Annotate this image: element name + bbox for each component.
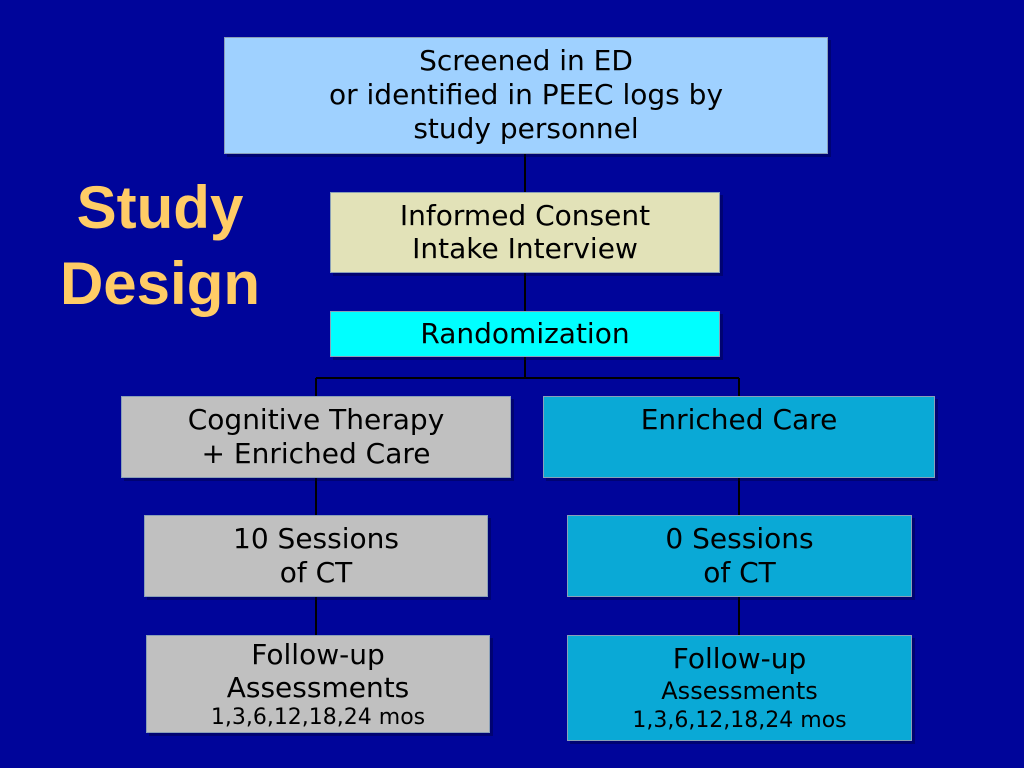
slide-title: Study Design <box>40 170 280 322</box>
consent-box: Informed Consent Intake Interview <box>330 192 720 273</box>
ec-arm-label: Enriched Care <box>640 403 838 436</box>
ct-followup-box: Follow-up Assessments 1,3,6,12,18,24 mos <box>146 635 490 733</box>
ct-arm-line-1: Cognitive Therapy <box>187 403 445 436</box>
screened-line-1: Screened in ED <box>419 44 633 77</box>
randomization-box: Randomization <box>330 311 720 357</box>
title-line-1: Study <box>76 174 244 241</box>
consent-line-1: Informed Consent <box>399 199 651 232</box>
ct-sessions-line-1: 10 Sessions <box>233 522 399 555</box>
ct-sessions-box: 10 Sessions of CT <box>144 515 488 597</box>
ec-sessions-line-1: 0 Sessions <box>665 522 814 555</box>
screened-box: Screened in ED or identified in PEEC log… <box>224 37 828 154</box>
ec-followup-line-1: Follow-up <box>672 642 807 675</box>
screened-line-3: study personnel <box>413 112 639 145</box>
randomization-label: Randomization <box>420 317 630 350</box>
ec-followup-box: Follow-up Assessments 1,3,6,12,18,24 mos <box>567 635 912 741</box>
consent-line-2: Intake Interview <box>412 232 638 265</box>
screened-line-2: or identified in PEEC logs by <box>328 78 724 111</box>
ct-sessions-line-2: of CT <box>279 556 353 589</box>
ct-arm-line-2: + Enriched Care <box>201 437 431 470</box>
ct-followup-line-1: Follow-up <box>251 638 385 671</box>
ec-sessions-line-2: of CT <box>703 556 776 589</box>
ec-followup-line-3: 1,3,6,12,18,24 mos <box>632 708 847 733</box>
ec-arm-box: Enriched Care <box>543 396 935 478</box>
ec-sessions-box: 0 Sessions of CT <box>567 515 912 597</box>
ct-arm-box: Cognitive Therapy + Enriched Care <box>121 396 511 478</box>
ct-followup-line-3: 1,3,6,12,18,24 mos <box>210 705 426 730</box>
title-line-2: Design <box>59 250 261 317</box>
ec-followup-line-2: Assessments <box>661 677 818 705</box>
ct-followup-line-2: Assessments <box>226 671 410 704</box>
